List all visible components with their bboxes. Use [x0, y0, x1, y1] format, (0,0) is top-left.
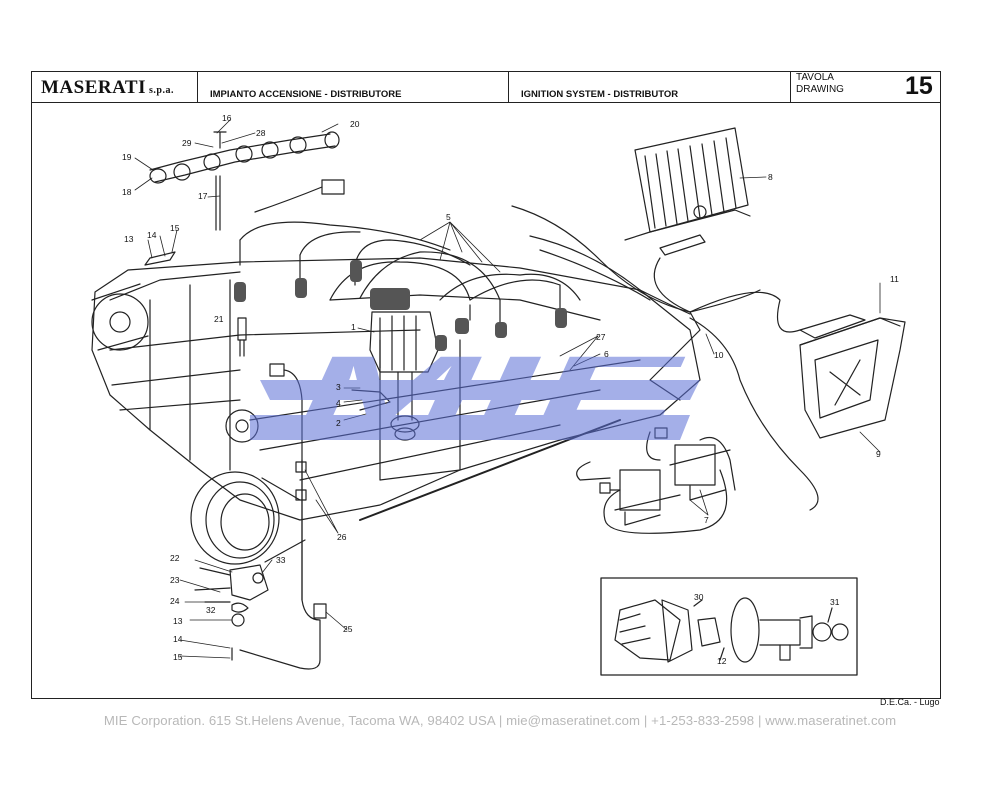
title-it-cell: IMPIANTO ACCENSIONE - DISTRIBUTORE: [198, 71, 509, 103]
drawing-sheet-border: [31, 71, 941, 699]
ignition-module: [799, 314, 906, 439]
callout-13a: 13: [124, 234, 134, 244]
callout-11: 11: [890, 274, 899, 284]
callout-20: 20: [350, 119, 360, 129]
callout-16: 16: [222, 113, 232, 123]
callout-14b: 14: [173, 634, 183, 644]
ignition-coils: [576, 427, 736, 534]
callout-32: 32: [206, 605, 216, 615]
callout-15b: 15: [173, 652, 183, 662]
callout-6: 6: [604, 349, 609, 359]
title-en-cell: IGNITION SYSTEM - DISTRIBUTOR: [509, 71, 791, 103]
callout-12: 12: [717, 656, 727, 666]
drawing-label: TAVOLA DRAWING: [796, 72, 844, 95]
callout-26: 26: [337, 532, 347, 542]
callout-27: 27: [596, 332, 606, 342]
callout-21: 21: [214, 314, 224, 324]
plug-boots: [234, 260, 567, 351]
alternator-pulley: [190, 471, 306, 565]
spark-plug-wires: [239, 205, 691, 331]
callout-7: 7: [704, 515, 709, 525]
callout-24: 24: [170, 596, 180, 606]
callout-10: 10: [714, 350, 724, 360]
callout-23: 23: [170, 575, 180, 585]
callout-30: 30: [694, 592, 704, 602]
inset-detail-box: [600, 577, 858, 676]
callout-3: 3: [336, 382, 341, 392]
sensor-wire: [239, 459, 327, 670]
watermark-logo: MIE: [300, 338, 686, 440]
callout-22: 22: [170, 553, 180, 563]
callout-1: 1: [351, 322, 356, 332]
callout-19: 19: [122, 152, 132, 162]
callout-28: 28: [256, 128, 266, 138]
footer-contact: MIE Corporation. 615 St.Helens Avenue, T…: [103, 713, 897, 728]
ignition-diagram: MIE C O R P O R A T I O N 1 2 3 4 5 6 7 …: [91, 113, 906, 676]
mie-watermark: MIE C O R P O R A T I O N: [250, 338, 700, 441]
title-italian: IMPIANTO ACCENSIONE - DISTRIBUTORE: [210, 89, 402, 100]
callout-29: 29: [182, 138, 192, 148]
callout-14a: 14: [147, 230, 157, 240]
callout-4: 4: [336, 398, 341, 408]
ecu-unit: [624, 127, 751, 256]
mounting-bracket: [194, 564, 269, 661]
callout-17: 17: [198, 191, 208, 201]
distribution-tube: [144, 131, 340, 266]
callout-25: 25: [343, 624, 353, 634]
part-callouts: 1 2 3 4 5 6 7 8 9 10 11 12 13 13 14 14 1…: [122, 113, 899, 666]
callout-33: 33: [276, 555, 286, 565]
callout-15a: 15: [170, 223, 180, 233]
watermark-subtitle: C O R P O R A T I O N: [390, 425, 533, 441]
callout-2: 2: [336, 418, 341, 428]
callout-18: 18: [122, 187, 132, 197]
drawing-credit: D.E.Ca. - Lugo: [880, 697, 940, 707]
callout-5: 5: [446, 212, 451, 222]
title-english: IGNITION SYSTEM - DISTRIBUTOR: [521, 89, 679, 100]
spark-plug: [237, 317, 247, 357]
leader-lines: [134, 119, 881, 659]
callout-8: 8: [768, 172, 773, 182]
drawing-number: 15: [905, 72, 933, 100]
front-pulley: [91, 283, 259, 443]
callout-31: 31: [830, 597, 840, 607]
callout-13b: 13: [173, 616, 183, 626]
callout-9: 9: [876, 449, 881, 459]
